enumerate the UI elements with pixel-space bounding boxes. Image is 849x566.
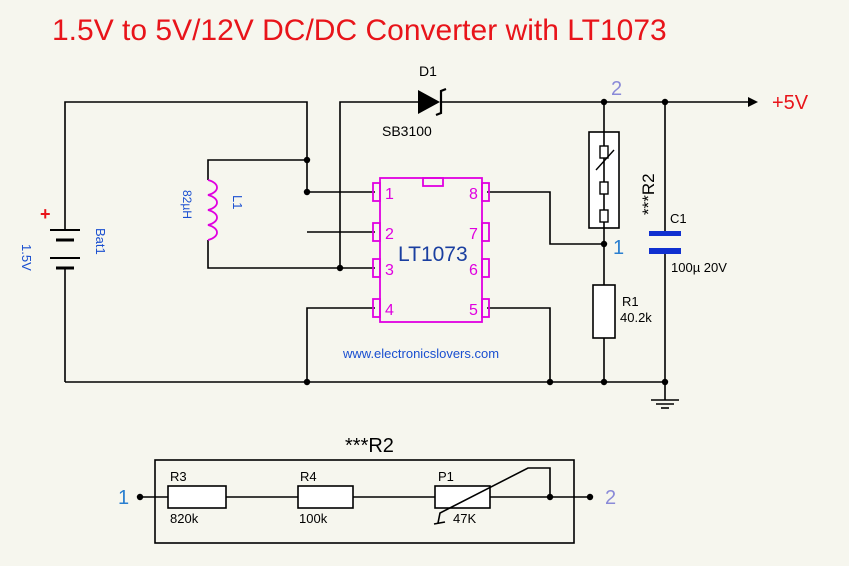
ic-pin-label: 1 xyxy=(385,186,394,203)
ic-lt1073: LT1073 1 2 3 4 8 7 6 5 xyxy=(372,177,490,323)
diode-ref: D1 xyxy=(419,63,437,79)
r2-detail: ***R2 R3 820k R4 100k P1 47K 1 2 xyxy=(118,435,616,544)
detail-r4-ref: R4 xyxy=(300,469,317,484)
inductor-l1: 82µH L1 xyxy=(180,179,245,241)
inductor-ref: L1 xyxy=(230,195,245,209)
r1-value: 40.2k xyxy=(620,310,652,325)
ic-pin-label: 3 xyxy=(385,262,394,279)
ic-pin-label: 5 xyxy=(469,302,478,319)
ic-pin-label: 2 xyxy=(385,226,394,243)
detail-p1-value: 47K xyxy=(453,511,476,526)
detail-r4 xyxy=(297,485,354,509)
website-text: www.electronicslovers.com xyxy=(342,346,499,361)
detail-p1 xyxy=(434,485,491,509)
ic-name: LT1073 xyxy=(398,243,468,266)
output-arrow-icon xyxy=(748,97,758,107)
ic-pin-label: 6 xyxy=(469,262,478,279)
detail-p1-ref: P1 xyxy=(438,469,454,484)
diode-d1: D1 SB3100 xyxy=(382,63,447,139)
resistor-r2: ***R2 xyxy=(588,131,658,229)
ic-pin-label: 8 xyxy=(469,186,478,203)
diagram-title: 1.5V to 5V/12V DC/DC Converter with LT10… xyxy=(52,14,667,47)
battery-ref: Bat1 xyxy=(93,228,108,255)
detail-node-left: 1 xyxy=(118,487,129,509)
resistor-r1: R1 40.2k xyxy=(592,284,652,339)
detail-r3-ref: R3 xyxy=(170,469,187,484)
r2-ref: ***R2 xyxy=(639,173,658,215)
capacitor-c1: C1 100µ 20V xyxy=(649,211,727,275)
circuit-wires xyxy=(64,101,748,400)
c1-value: 100µ 20V xyxy=(671,260,727,275)
ic-pin-label: 7 xyxy=(469,226,478,243)
inductor-value: 82µH xyxy=(180,190,194,219)
battery-plus-sign: + xyxy=(40,204,51,224)
ground-symbol-icon xyxy=(651,399,679,409)
output-label: +5V xyxy=(772,92,809,114)
ic-pin-label: 4 xyxy=(385,302,394,319)
detail-node-right: 2 xyxy=(605,487,616,509)
detail-title: ***R2 xyxy=(345,435,394,457)
detail-r4-value: 100k xyxy=(299,511,328,526)
r1-ref: R1 xyxy=(622,294,639,309)
diode-part: SB3100 xyxy=(382,123,432,139)
node-label-1: 1 xyxy=(613,237,624,259)
node-label-2: 2 xyxy=(611,78,622,100)
c1-ref: C1 xyxy=(670,211,687,226)
detail-r3-value: 820k xyxy=(170,511,199,526)
junction-dots xyxy=(303,98,669,386)
detail-r3 xyxy=(167,485,227,509)
battery-bat1: + 1.5V Bat1 xyxy=(19,204,108,271)
battery-value: 1.5V xyxy=(19,244,34,271)
